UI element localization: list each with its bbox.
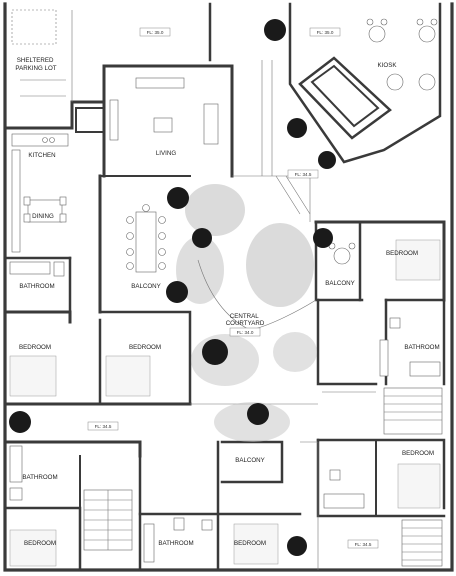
right-side-fixtures: [322, 239, 443, 567]
label-courtyard-line-1: CENTRAL: [230, 313, 259, 320]
living-furniture: [109, 77, 219, 145]
fl-mid: FL: 34.5: [295, 172, 312, 177]
entry-path: [261, 60, 311, 215]
label-kitchen: KITCHEN: [28, 152, 55, 159]
label-bedroom-2: BEDROOM: [129, 344, 161, 351]
label-parking-line-1: SHELTERED: [17, 57, 54, 64]
parking-lot: [11, 9, 66, 97]
label-bathroom-4: BATHROOM: [158, 540, 193, 547]
label-balcony-3: BALCONY: [235, 457, 265, 464]
tree: [318, 151, 336, 169]
label-bedroom-4: BEDROOM: [402, 450, 434, 457]
kiosk-table-set: [366, 18, 438, 91]
label-bedroom-6: BEDROOM: [234, 540, 266, 547]
label-courtyard-line-2: COURTYARD: [226, 320, 265, 327]
tree: [287, 536, 307, 556]
tree: [202, 339, 228, 365]
tree: [264, 19, 286, 41]
label-bedroom-3: BEDROOM: [386, 250, 418, 257]
label-living: LIVING: [156, 150, 176, 157]
bottom-left-fixtures: [9, 445, 279, 567]
tree: [166, 281, 188, 303]
fl-top-right: FL: 35.0: [317, 30, 334, 35]
bedroom-1-bed: [9, 355, 57, 397]
balcony-west-furniture: [126, 204, 166, 273]
tree: [287, 118, 307, 138]
tree: [247, 403, 269, 425]
fl-courtyard: FL: 34.0: [237, 330, 254, 335]
label-dining: DINING: [32, 213, 54, 220]
label-bathroom-2: BATHROOM: [404, 344, 439, 351]
label-kiosk: KIOSK: [378, 62, 398, 69]
tree: [192, 228, 212, 248]
trees: [9, 19, 336, 556]
walls: [3, 2, 454, 572]
label-sheltered-parking: SHELTERED PARKING LOT: [15, 57, 56, 72]
kiosk: [298, 18, 438, 140]
bathroom-1-fixtures: [9, 261, 65, 277]
label-bathroom-1: BATHROOM: [19, 283, 54, 290]
bedroom-2-bed: [105, 355, 151, 397]
label-bathroom-3: BATHROOM: [22, 474, 57, 481]
level-tags: FL: 35.0 FL: 35.0 FL: 34.5 FL: 34.0 FL: …: [87, 27, 379, 549]
fl-top-left: FL: 35.0: [147, 30, 164, 35]
kitchen-furniture: [11, 133, 69, 253]
tree: [167, 187, 189, 209]
label-courtyard: CENTRAL COURTYARD: [226, 313, 265, 327]
label-balcony-1: BALCONY: [131, 283, 161, 290]
label-bedroom-5: BEDROOM: [24, 540, 56, 547]
label-parking-line-2: PARKING LOT: [15, 65, 56, 72]
fl-left-bottom: FL: 34.5: [95, 424, 112, 429]
tree: [9, 411, 31, 433]
label-balcony-2: BALCONY: [325, 280, 355, 287]
label-bedroom-1: BEDROOM: [19, 344, 51, 351]
tree: [313, 228, 333, 248]
room-labels: SHELTERED PARKING LOT KIOSK LIVING KITCH…: [15, 57, 439, 547]
fl-right-bottom: FL: 34.5: [355, 542, 372, 547]
courtyard-vegetation: [176, 184, 317, 442]
